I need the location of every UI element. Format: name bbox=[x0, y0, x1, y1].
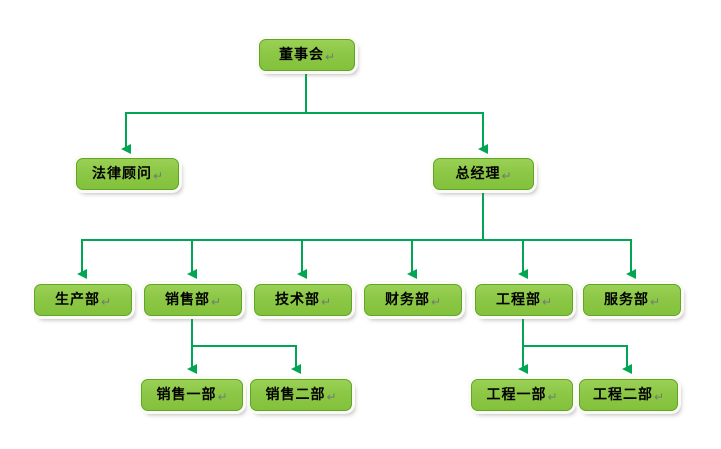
org-node-label: 法律顾问 bbox=[91, 166, 152, 182]
org-node-label: 生产部 bbox=[54, 292, 100, 308]
org-node-label: 销售部 bbox=[164, 292, 210, 308]
return-mark: ↵ bbox=[210, 295, 222, 309]
return-mark: ↵ bbox=[152, 169, 164, 183]
org-node-legal-advisor[interactable]: 法律顾问↵ bbox=[76, 158, 179, 190]
return-mark: ↵ bbox=[324, 50, 336, 64]
org-node-sales-dept-2[interactable]: 销售二部↵ bbox=[250, 379, 352, 411]
org-node-label: 工程一部 bbox=[486, 387, 547, 403]
org-node-label: 技术部 bbox=[274, 292, 320, 308]
org-node-sales-dept-1[interactable]: 销售一部↵ bbox=[141, 379, 243, 411]
return-mark: ↵ bbox=[653, 390, 665, 404]
org-node-engineering-dept-2[interactable]: 工程二部↵ bbox=[579, 379, 678, 411]
org-node-production-dept[interactable]: 生产部↵ bbox=[34, 284, 132, 316]
org-node-label: 销售一部 bbox=[156, 387, 217, 403]
org-node-engineering-dept-1[interactable]: 工程一部↵ bbox=[471, 379, 573, 411]
return-mark: ↵ bbox=[541, 295, 553, 309]
return-mark: ↵ bbox=[430, 295, 442, 309]
org-node-label: 工程部 bbox=[495, 292, 541, 308]
org-node-label: 工程二部 bbox=[592, 387, 653, 403]
org-node-general-manager[interactable]: 总经理↵ bbox=[433, 158, 534, 190]
org-node-label: 财务部 bbox=[384, 292, 430, 308]
return-mark: ↵ bbox=[547, 390, 558, 404]
return-mark: ↵ bbox=[217, 390, 228, 404]
org-node-label: 董事会 bbox=[278, 47, 324, 63]
org-node-label: 总经理 bbox=[455, 166, 501, 182]
org-node-service-dept[interactable]: 服务部↵ bbox=[583, 284, 681, 316]
return-mark: ↵ bbox=[320, 295, 332, 309]
org-node-engineering-dept[interactable]: 工程部↵ bbox=[475, 284, 573, 316]
return-mark: ↵ bbox=[501, 169, 512, 183]
org-node-label: 销售二部 bbox=[265, 387, 326, 403]
org-node-sales-dept[interactable]: 销售部↵ bbox=[144, 284, 242, 316]
org-node-label: 服务部 bbox=[603, 292, 649, 308]
return-mark: ↵ bbox=[326, 390, 337, 404]
org-node-finance-dept[interactable]: 财务部↵ bbox=[364, 284, 462, 316]
org-node-board[interactable]: 董事会↵ bbox=[259, 39, 355, 71]
return-mark: ↵ bbox=[100, 295, 112, 309]
org-node-tech-dept[interactable]: 技术部↵ bbox=[254, 284, 352, 316]
return-mark: ↵ bbox=[649, 295, 661, 309]
